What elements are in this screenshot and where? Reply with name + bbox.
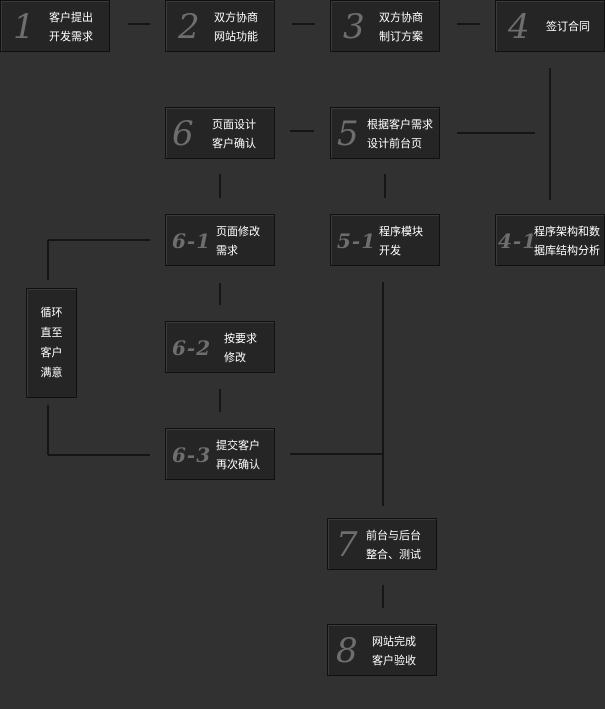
step-label-line: 页面设计	[212, 118, 256, 131]
step-label-line: 制订方案	[379, 30, 423, 43]
step-number: 4	[508, 7, 530, 47]
step-label: 页面设计客户确认	[212, 115, 256, 153]
step-label: 网站完成客户验收	[372, 632, 416, 670]
step-label: 双方协商网站功能	[214, 8, 258, 46]
step-label-line: 再次确认	[216, 458, 260, 471]
step-label-line: 网站功能	[214, 30, 258, 43]
step-number: 1	[13, 7, 35, 47]
step-box-3: 3 双方协商制订方案	[330, 0, 440, 52]
step-label-line: 开发	[379, 244, 401, 257]
step-number: 4-1	[498, 229, 538, 253]
step-label-line: 需求	[216, 244, 238, 257]
loop-box: 循环直至客户满意	[26, 288, 77, 398]
step-box-4: 4 签订合同	[495, 0, 605, 52]
step-label: 提交客户再次确认	[216, 436, 260, 474]
step-label-line: 前台与后台	[366, 529, 421, 542]
step-box-2: 2 双方协商网站功能	[165, 0, 275, 52]
step-label-line: 整合、测试	[366, 548, 421, 561]
step-number: 7	[336, 525, 358, 565]
step-label-line: 程序架构和数	[534, 225, 600, 238]
step-label: 根据客户需求设计前台页	[367, 115, 433, 153]
step-label: 程序架构和数据库结构分析	[534, 222, 600, 260]
step-number: 6-1	[172, 229, 212, 253]
step-label: 签订合同	[546, 17, 590, 36]
step-label: 程序模块开发	[379, 222, 423, 260]
step-number: 3	[343, 7, 365, 47]
step-label-line: 双方协商	[379, 11, 423, 24]
step-label-line: 双方协商	[214, 11, 258, 24]
step-number: 5-1	[337, 229, 377, 253]
step-label-line: 客户提出	[49, 11, 93, 24]
step-label-line: 提交客户	[216, 439, 260, 452]
step-label: 前台与后台整合、测试	[366, 526, 421, 564]
step-label-line: 根据客户需求	[367, 118, 433, 131]
step-number: 8	[336, 631, 358, 671]
step-number: 6	[172, 114, 194, 154]
step-label-line: 签订合同	[546, 20, 590, 33]
loop-label: 循环直至客户满意	[27, 303, 76, 383]
step-label-line: 按要求	[224, 332, 257, 345]
step-number: 6-3	[172, 443, 212, 467]
loop-label-line: 循环	[40, 306, 63, 319]
step-box-1: 1 客户提出开发需求	[0, 0, 110, 52]
step-box-6: 6 页面设计客户确认	[165, 107, 275, 159]
loop-label-line: 满意	[40, 366, 63, 379]
loop-label-line: 客户	[40, 346, 63, 359]
step-label-line: 页面修改	[216, 225, 260, 238]
step-label-line: 设计前台页	[367, 137, 422, 150]
loop-label-line: 直至	[40, 326, 63, 339]
step-number: 2	[178, 7, 200, 47]
step-label: 页面修改需求	[216, 222, 260, 260]
step-number: 6-2	[172, 336, 212, 360]
step-label-line: 修改	[224, 351, 246, 364]
step-label-line: 客户确认	[212, 137, 256, 150]
step-label-line: 开发需求	[49, 30, 93, 43]
step-label-line: 网站完成	[372, 635, 416, 648]
step-box-6-2: 6-2 按要求修改	[165, 321, 275, 373]
step-label-line: 客户验收	[372, 654, 416, 667]
step-label: 客户提出开发需求	[49, 8, 93, 46]
step-label: 双方协商制订方案	[379, 8, 423, 46]
step-label-line: 程序模块	[379, 225, 423, 238]
step-number: 5	[337, 114, 359, 154]
step-label-line: 据库结构分析	[534, 244, 600, 257]
step-label: 按要求修改	[224, 329, 257, 367]
step-box-8: 8 网站完成客户验收	[327, 624, 437, 676]
